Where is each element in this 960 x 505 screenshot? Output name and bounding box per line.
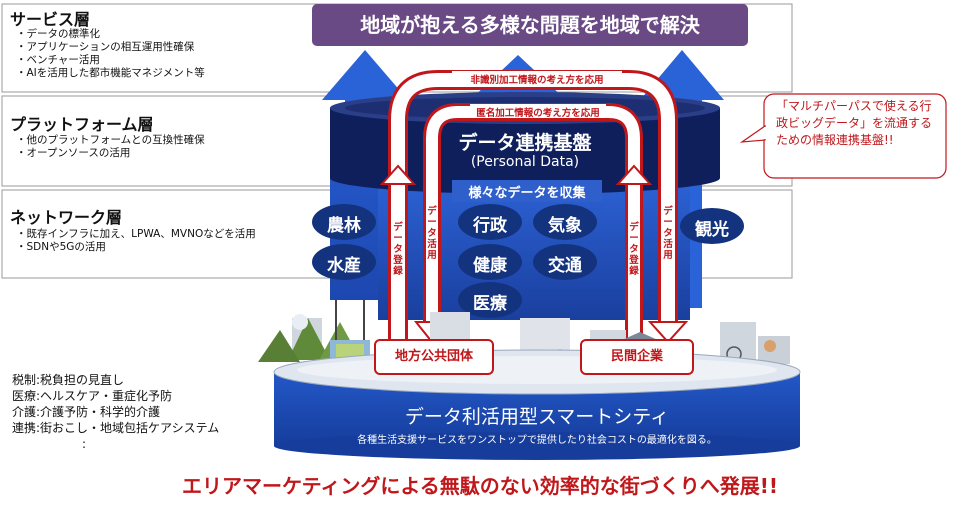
reg-label-left: データ登録 xyxy=(393,222,403,277)
platform-title: データ連携基盤 xyxy=(458,132,592,154)
platform-layer-list: 他のプラットフォームとの互換性確保 オープンソースの活用 xyxy=(16,134,205,160)
service-item: AIを活用した都市機能マネジメント等 xyxy=(16,67,205,80)
platform-layer-title: プラットフォーム層 xyxy=(10,115,154,134)
up-arrow-left-head xyxy=(322,50,408,100)
domain-bubble-traffic xyxy=(533,244,597,280)
platform-item: 他のプラットフォームとの互換性確保 xyxy=(16,134,205,147)
callout-tail-cover xyxy=(764,127,767,139)
domain-traffic: 交通 xyxy=(548,256,582,276)
domain-bubble-gov xyxy=(458,204,522,240)
reg-label-right: データ登録 xyxy=(629,222,639,277)
domain-bubble-health xyxy=(458,244,522,280)
domain-tourism: 観光 xyxy=(695,220,729,240)
org-private-company: 民間企業 xyxy=(580,339,694,375)
service-item: データの標準化 xyxy=(16,28,205,41)
use-label-left: データ活用 xyxy=(427,206,437,261)
domain-bubble-medical xyxy=(458,282,522,318)
reg-arrow-head-left xyxy=(379,164,417,185)
use-label-right: データ活用 xyxy=(663,206,673,261)
example-item: 連携:街おこし・地域包括ケアシステム xyxy=(12,421,220,435)
domain-health: 健康 xyxy=(473,256,507,276)
domain-bubble-tourism xyxy=(680,208,744,244)
service-item: アプリケーションの相互運用性確保 xyxy=(16,41,205,54)
example-item: : xyxy=(70,437,87,451)
smart-city-title: データ利活用型スマートシティ xyxy=(404,406,670,428)
network-item: SDNや5Gの活用 xyxy=(16,241,256,254)
network-layer-list: 既存インフラに加え、LPWA、MVNOなどを活用 SDNや5Gの活用 xyxy=(16,228,256,254)
top-banner-bg xyxy=(312,4,748,46)
top-banner-text: 地域が抱える多様な問題を地域で解決 xyxy=(360,13,700,37)
service-item: ベンチャー活用 xyxy=(16,54,205,67)
network-item: 既存インフラに加え、LPWA、MVNOなどを活用 xyxy=(16,228,256,241)
outer-label-bg xyxy=(452,71,622,86)
domain-medical: 医療 xyxy=(473,294,507,314)
domain-bubble-fish xyxy=(312,244,376,280)
inner-arrow-label: 匿名加工情報の考え方を応用 xyxy=(476,108,600,119)
domain-agri: 農林 xyxy=(327,216,361,236)
domain-gov: 行政 xyxy=(473,216,507,236)
domain-bubble-weather xyxy=(533,204,597,240)
collect-label: 様々なデータを収集 xyxy=(468,186,586,201)
domain-weather: 気象 xyxy=(548,216,582,236)
outer-arrow-label: 非識別加工情報の考え方を応用 xyxy=(470,75,604,86)
example-item: 税制:税負担の見直し xyxy=(12,373,125,387)
smart-city-base-bottom xyxy=(274,432,800,460)
inner-label-bg xyxy=(470,104,606,118)
domain-bubble-agri xyxy=(312,204,376,240)
reg-arrow-head-right xyxy=(615,164,653,185)
org-local-government: 地方公共団体 xyxy=(374,339,494,375)
example-item: 介護:介護予防・科学的介護 xyxy=(12,405,161,419)
example-item: 医療:ヘルスケア・重症化予防 xyxy=(12,389,173,403)
collect-box xyxy=(452,180,602,202)
network-layer-title: ネットワーク層 xyxy=(10,208,123,227)
bottom-message: エリアマーケティングによる無駄のない効率的な街づくりへ発展!! xyxy=(181,474,779,498)
examples-list: 税制:税負担の見直し 医療:ヘルスケア・重症化予防 介護:介護予防・科学的介護 … xyxy=(12,372,219,452)
platform-subtitle: (Personal Data) xyxy=(470,154,580,170)
smart-city-subtitle: 各種生活支援サービスをワンストップで提供したり社会コストの最適化を図る。 xyxy=(357,435,717,446)
service-layer-list: データの標準化 アプリケーションの相互運用性確保 ベンチャー活用 AIを活用した… xyxy=(16,28,205,80)
domain-fish: 水産 xyxy=(327,256,361,276)
callout-text: 「マルチパーパスで使える行政ビッグデータ」を流通するための情報連携基盤!! xyxy=(776,99,933,147)
service-layer-title: サービス層 xyxy=(10,10,91,29)
outer-arrow-head-right xyxy=(647,321,689,344)
smart-city-base-top-inner xyxy=(297,356,777,384)
platform-item: オープンソースの活用 xyxy=(16,147,205,160)
